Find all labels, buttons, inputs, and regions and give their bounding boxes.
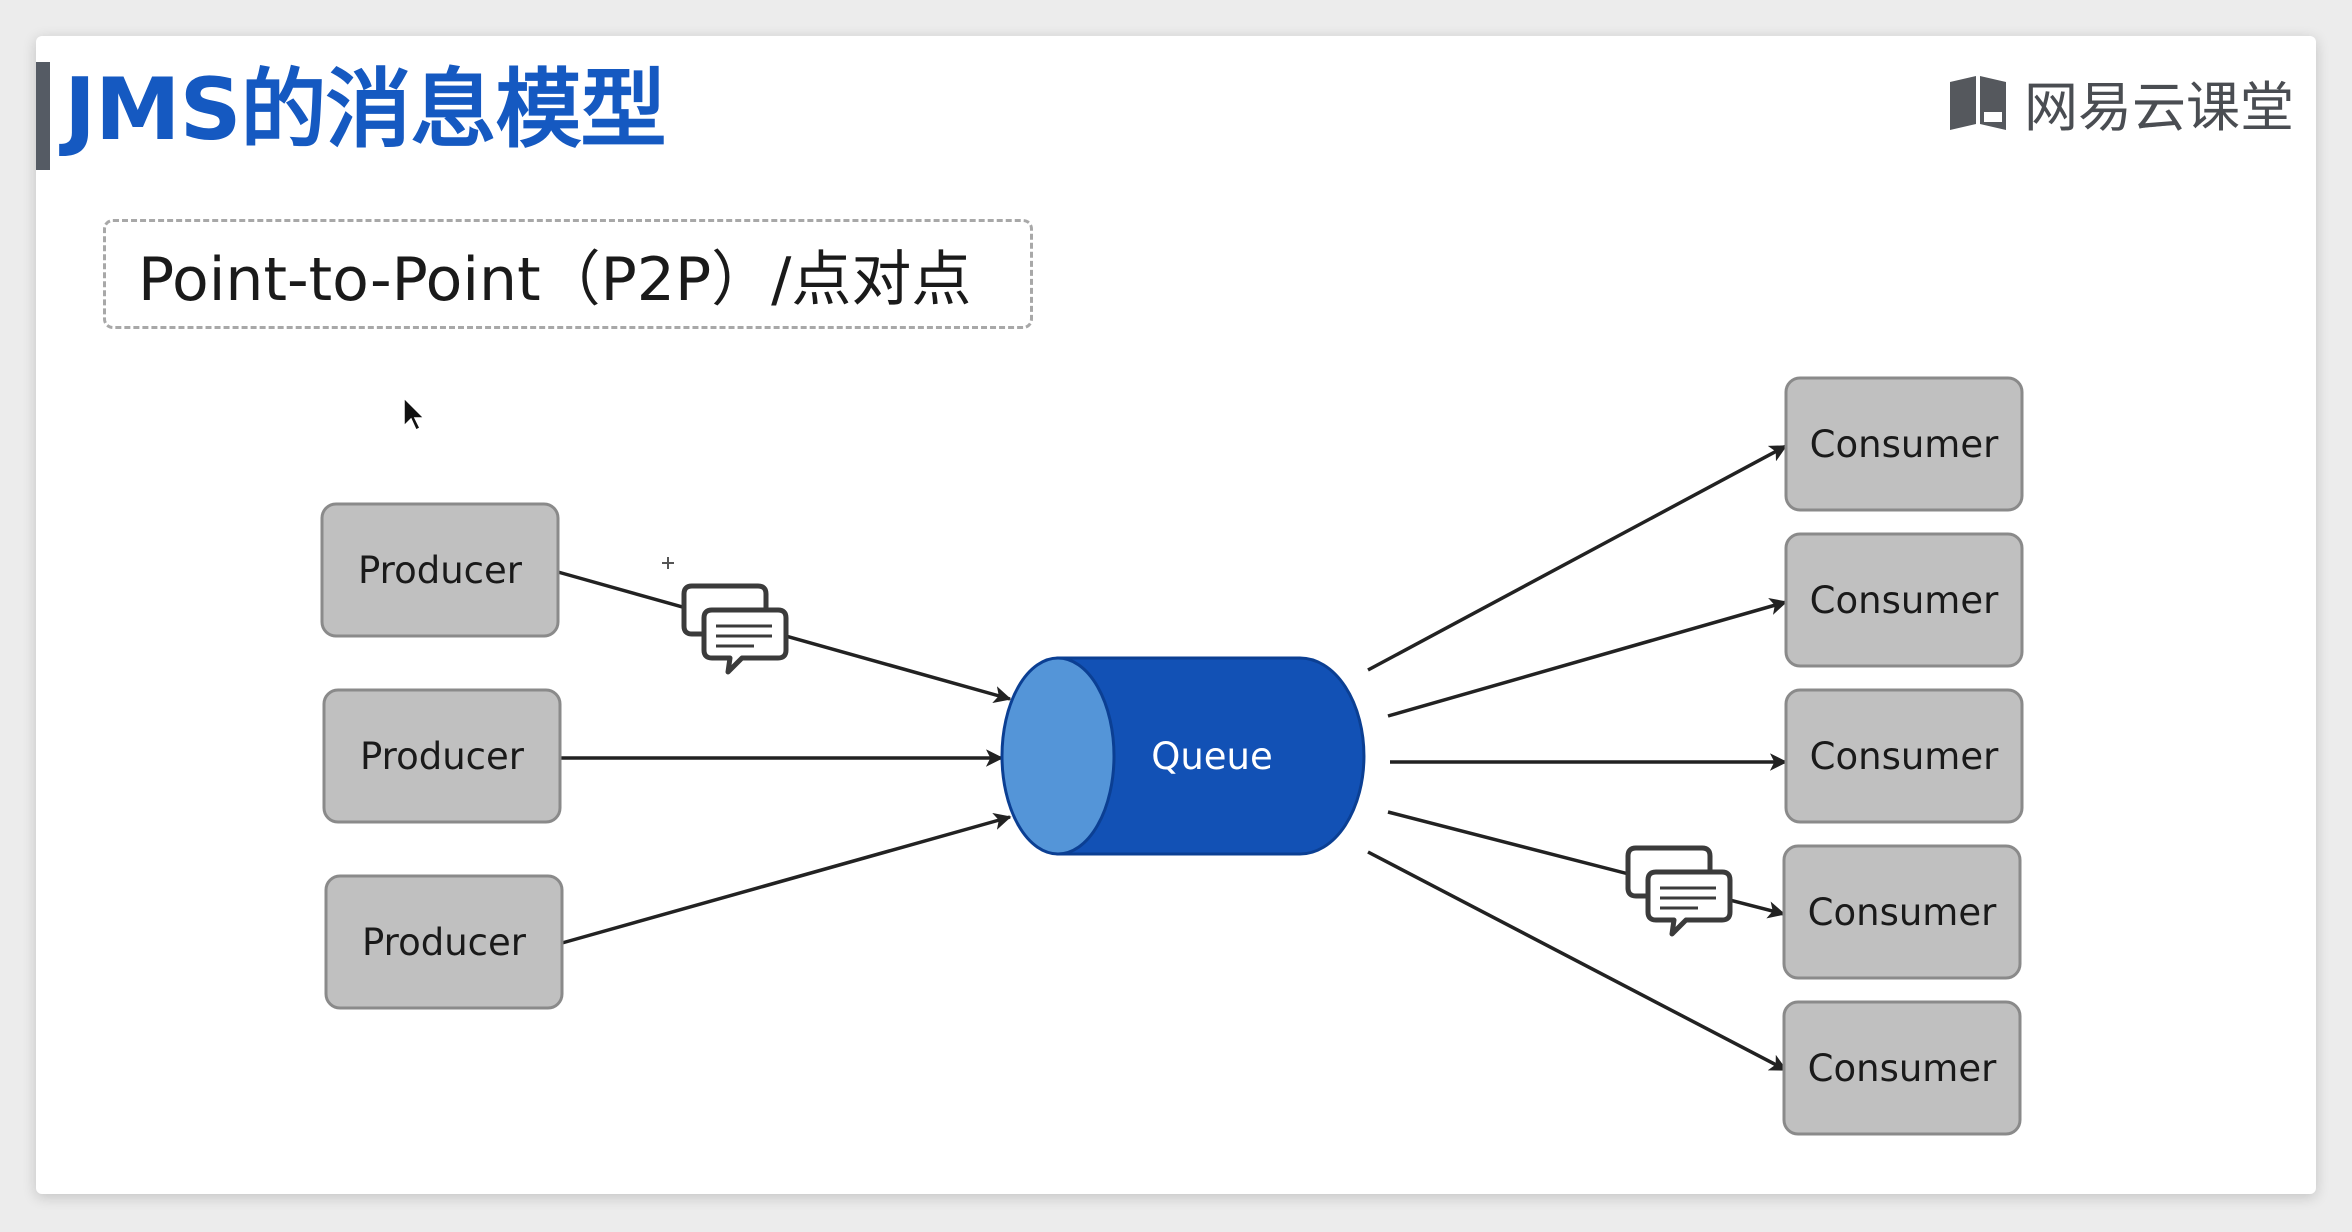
producer-label: Producer <box>362 921 527 964</box>
logo-text: 网易云课堂 <box>2024 75 2294 139</box>
producer-label: Producer <box>358 549 523 592</box>
p2p-diagram: Producer Producer Producer Queue Consume… <box>320 376 2024 1136</box>
consumer-node: Consumer <box>1782 844 2022 980</box>
queue-node: Queue <box>1000 656 1366 856</box>
edge-queue-consumer-1 <box>1367 444 1788 672</box>
book-icon <box>1950 76 2006 130</box>
brand-logo: 网易云课堂 <box>1946 66 2294 139</box>
consumer-label: Consumer <box>1810 735 1999 778</box>
subtitle: Point-to-Point（P2P）/点对点 <box>138 244 972 315</box>
producer-node: Producer <box>320 502 560 638</box>
title-accent-bar <box>36 62 50 170</box>
consumer-label: Consumer <box>1808 891 1997 934</box>
consumer-node: Consumer <box>1784 376 2024 512</box>
consumer-label: Consumer <box>1808 1047 1997 1090</box>
edge-queue-consumer-2 <box>1387 598 1788 718</box>
mouse-cursor-icon <box>403 396 426 432</box>
subtitle-box: Point-to-Point（P2P）/点对点 <box>103 219 1033 329</box>
producer-node: Producer <box>322 688 562 824</box>
consumer-label: Consumer <box>1810 579 1999 622</box>
edge-producer-3-queue <box>561 812 1012 945</box>
slide: JMS的消息模型 网易云课堂 Point-to-Point（P2P）/点对点 <box>36 36 2316 1194</box>
page-title: JMS的消息模型 <box>64 60 667 160</box>
consumer-node: Consumer <box>1784 688 2024 824</box>
consumer-node: Consumer <box>1782 1000 2022 1136</box>
chat-messages-icon <box>681 583 789 675</box>
edge-queue-consumer-5 <box>1367 850 1788 1072</box>
producer-label: Producer <box>360 735 525 778</box>
producer-node: Producer <box>324 874 564 1010</box>
chat-messages-icon <box>1625 845 1733 937</box>
plus-icon <box>662 557 674 569</box>
consumer-node: Consumer <box>1784 532 2024 668</box>
queue-label: Queue <box>1151 735 1273 778</box>
consumer-label: Consumer <box>1810 423 1999 466</box>
